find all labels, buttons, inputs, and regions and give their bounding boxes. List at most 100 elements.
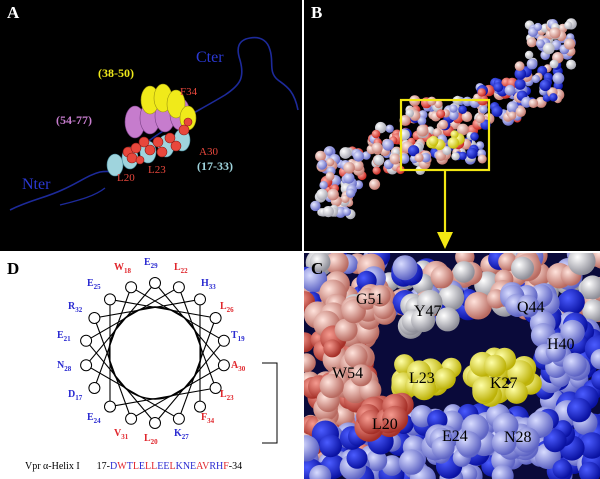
- surface-sphere: [438, 284, 465, 311]
- wheel-connection-line: [130, 364, 225, 420]
- helix-38-50-label: (38-50): [98, 66, 134, 80]
- surface-sphere: [491, 430, 517, 456]
- residue-letter: E: [87, 412, 94, 423]
- atom-sphere: [432, 128, 442, 137]
- residue-number: 31: [121, 433, 129, 441]
- atom-sphere: [436, 109, 446, 119]
- residue-number: 25: [93, 283, 101, 291]
- sequence-line: Vpr α-Helix I 17-DWTLELLEELKNEAVRHF-34: [25, 461, 242, 472]
- atom-sphere: [504, 84, 516, 96]
- residue-letter: N: [57, 360, 65, 371]
- residue-number: 23: [226, 394, 234, 402]
- residue-number: 33: [208, 283, 216, 291]
- atom-sphere: [372, 166, 381, 175]
- atom-sphere: [564, 21, 573, 30]
- sequence-residue: L: [151, 461, 158, 472]
- atom-sphere: [362, 151, 371, 160]
- atom-sphere: [352, 160, 364, 172]
- wheel-residue-label: E29: [144, 257, 158, 270]
- wheel-node: [104, 293, 116, 306]
- atom-sphere: [475, 113, 485, 124]
- wheel-connection-line: [178, 287, 217, 389]
- atom-spheres: [310, 18, 577, 220]
- surface-sphere: [483, 354, 507, 378]
- panel-a-label: A: [7, 3, 20, 22]
- wheel-residue-label: L20: [144, 433, 158, 446]
- residue-l23-label: L23: [148, 164, 166, 176]
- atom-sphere: [417, 116, 427, 126]
- wheel-residue-label: W18: [114, 262, 131, 275]
- atom-sphere: [316, 188, 328, 201]
- wheel-residue-label: R32: [68, 301, 82, 314]
- atom-sphere: [549, 59, 559, 69]
- residue-label-e24: E24: [442, 428, 468, 445]
- atom-sphere: [542, 42, 555, 55]
- wheel-residue-label: H33: [201, 278, 216, 291]
- n-terminal-tail: [59, 187, 106, 206]
- surface-sphere: [398, 449, 425, 475]
- atom-sphere: [408, 145, 420, 157]
- panel-c-label: C: [311, 259, 324, 278]
- residue-label-h40: H40: [547, 336, 575, 353]
- wheel-residue-label: F34: [201, 412, 214, 425]
- helix-17-33-label: (17-33): [197, 159, 233, 173]
- surface-sphere: [412, 376, 437, 401]
- helix-38-50: [140, 83, 197, 131]
- wheel-residue-label: A30: [231, 360, 245, 373]
- atom-sphere: [310, 200, 321, 212]
- surface-sphere: [435, 307, 460, 332]
- residue-number: 18: [124, 267, 131, 275]
- atom-sphere: [327, 188, 339, 201]
- panel-d-label: D: [7, 259, 20, 278]
- atom-sphere: [343, 162, 355, 174]
- atom-sphere: [438, 119, 448, 130]
- residue-number: 27: [181, 433, 189, 441]
- atom-sphere: [566, 59, 577, 70]
- residue-label-l20: L20: [372, 416, 398, 433]
- atom-sphere: [451, 152, 460, 161]
- atom-sphere: [466, 147, 478, 159]
- atom-sphere: [414, 153, 424, 163]
- zoomed-surface: [304, 253, 600, 479]
- surface-sphere: [323, 339, 342, 358]
- residue-spheres: [122, 117, 193, 165]
- panel-a: A: [0, 0, 302, 251]
- wheel-node: [194, 293, 206, 306]
- panel-b: B: [304, 0, 600, 251]
- atom-sphere: [346, 188, 356, 198]
- surface-sphere: [309, 253, 331, 273]
- atom-sphere: [322, 206, 334, 218]
- surface-sphere: [453, 261, 475, 283]
- atom-sphere: [324, 147, 334, 156]
- surface-sphere: [505, 381, 528, 404]
- wheel-connection-line: [109, 298, 216, 319]
- panel-c: C G51 Y47 Q44 H40 W54 L23 K27 L20 E24 N2…: [304, 253, 600, 479]
- wheel-connection-line: [85, 364, 180, 420]
- residue-number: 30: [238, 365, 246, 373]
- residue-letter: W: [114, 262, 124, 273]
- wheel-node: [80, 359, 93, 372]
- atom-sphere: [382, 139, 394, 151]
- atom-sphere: [326, 158, 335, 167]
- wheel-residue-label: N28: [57, 360, 71, 373]
- atom-sphere: [399, 115, 411, 126]
- residue-letter: E: [57, 330, 64, 341]
- wheel-node: [209, 382, 222, 394]
- surface-sphere: [319, 373, 344, 398]
- residue-letter: L: [220, 389, 227, 400]
- helical-wheel: [80, 277, 278, 444]
- surface-sphere: [455, 431, 482, 457]
- residue-letter: R: [68, 301, 76, 312]
- sequence-residue: E: [163, 461, 170, 472]
- surface-sphere: [304, 353, 316, 373]
- wheel-residue-label: E24: [87, 412, 101, 425]
- wheel-node: [149, 277, 161, 289]
- atom-sphere: [477, 154, 487, 164]
- atom-sphere: [317, 159, 327, 170]
- residue-number: 32: [75, 306, 83, 314]
- wheel-residue-label: E21: [57, 330, 71, 343]
- residue-label-k27: K27: [490, 375, 518, 392]
- sequence-residues: DWTLELLEELKNEAVRHF: [110, 461, 229, 472]
- residue-number: 20: [150, 438, 158, 446]
